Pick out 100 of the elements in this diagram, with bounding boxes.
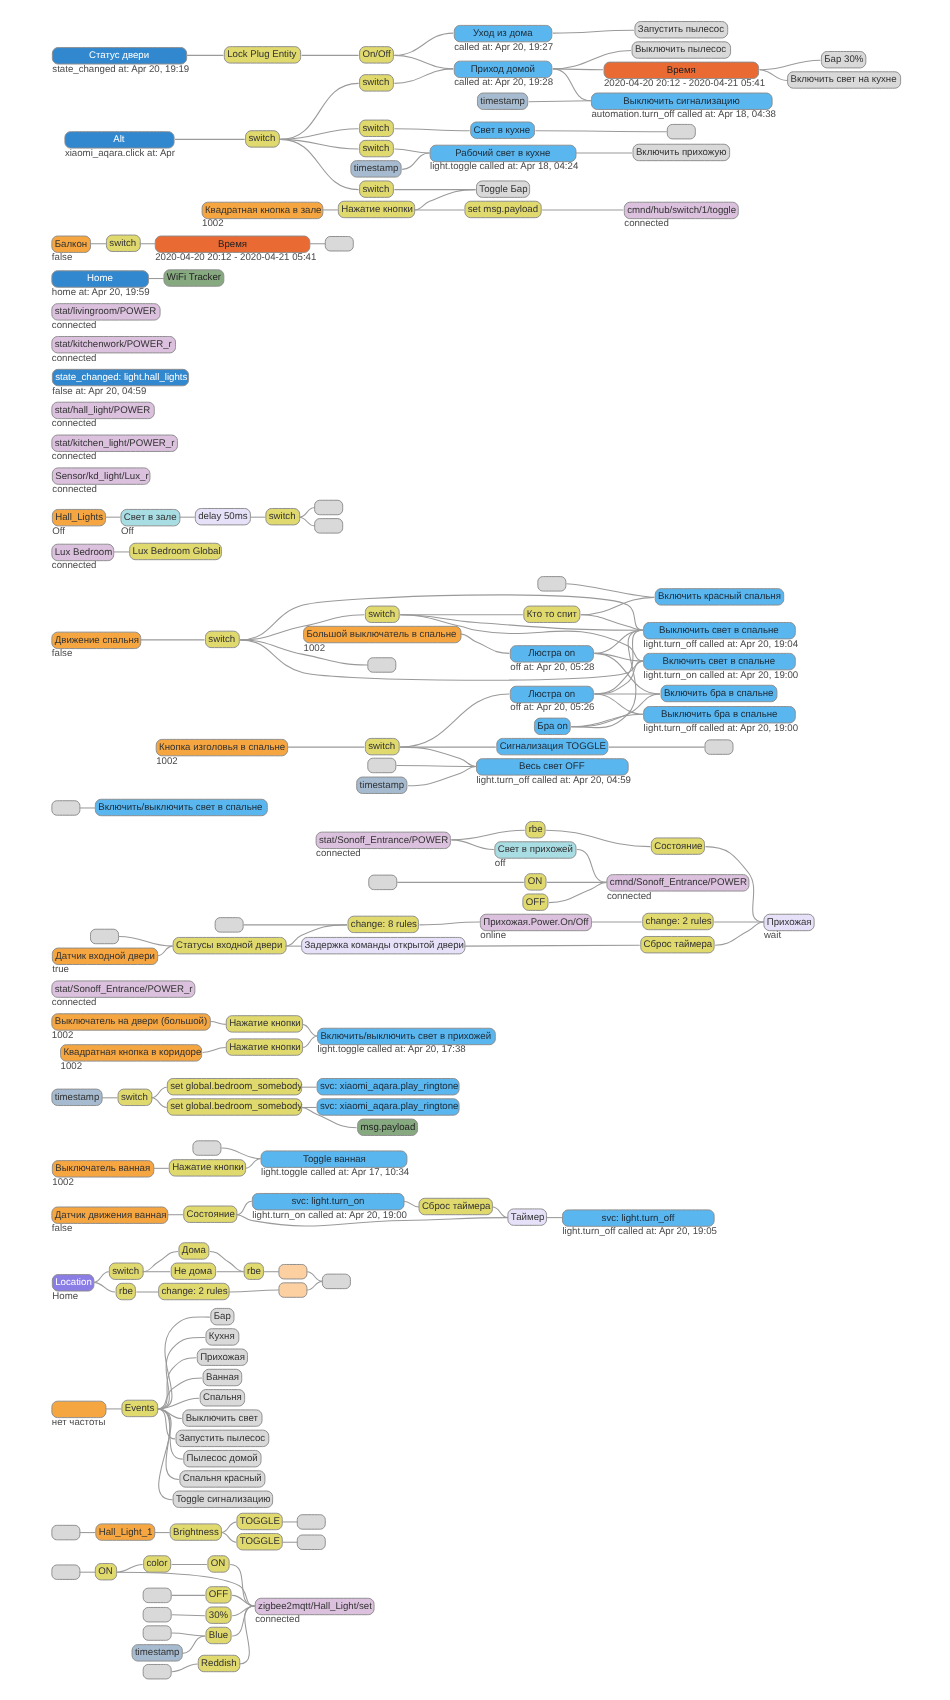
connector bbox=[589, 921, 642, 923]
connector bbox=[545, 1217, 562, 1219]
connector bbox=[551, 68, 591, 102]
node-box bbox=[366, 657, 396, 673]
node-box bbox=[213, 917, 243, 933]
node-box bbox=[50, 1564, 80, 1580]
node-box bbox=[665, 123, 695, 140]
connector bbox=[459, 633, 509, 654]
connector bbox=[544, 829, 650, 848]
connector bbox=[305, 1271, 322, 1282]
connector bbox=[280, 1521, 297, 1523]
connector bbox=[320, 209, 338, 211]
connector bbox=[230, 1594, 255, 1607]
connector bbox=[574, 152, 632, 154]
connector bbox=[117, 935, 173, 947]
node-box bbox=[277, 1282, 307, 1298]
connector bbox=[398, 746, 496, 748]
connector bbox=[703, 846, 764, 923]
connector bbox=[412, 189, 476, 211]
connector bbox=[299, 1086, 317, 1088]
connector bbox=[280, 1541, 297, 1543]
connector bbox=[155, 1377, 202, 1410]
node-box bbox=[141, 1606, 171, 1623]
connector bbox=[115, 1563, 143, 1573]
node-box bbox=[141, 1587, 171, 1604]
connector bbox=[242, 924, 347, 926]
connector bbox=[112, 551, 129, 553]
connector bbox=[284, 945, 301, 947]
connector bbox=[592, 652, 660, 695]
connector bbox=[545, 881, 606, 883]
connector bbox=[551, 50, 631, 70]
connector bbox=[305, 1280, 322, 1291]
connector bbox=[286, 746, 364, 748]
connector bbox=[149, 1086, 167, 1099]
node-box bbox=[89, 928, 118, 945]
connector bbox=[155, 1408, 183, 1460]
connector bbox=[297, 516, 315, 527]
node-box bbox=[536, 576, 566, 592]
connector bbox=[78, 1532, 95, 1534]
connector bbox=[139, 639, 205, 641]
connector bbox=[400, 152, 430, 170]
connector bbox=[141, 1250, 178, 1273]
connector bbox=[91, 1281, 115, 1293]
connector bbox=[155, 945, 173, 957]
connector bbox=[78, 1571, 95, 1573]
node-box bbox=[320, 1273, 350, 1290]
connector bbox=[149, 1097, 167, 1108]
node-box bbox=[141, 1663, 171, 1680]
node-box bbox=[191, 1140, 221, 1156]
node-box bbox=[367, 874, 397, 891]
node-box bbox=[50, 1524, 80, 1541]
connector bbox=[177, 516, 195, 518]
connector bbox=[579, 614, 643, 631]
connector bbox=[278, 138, 359, 191]
connector bbox=[417, 921, 480, 926]
connector bbox=[180, 1635, 205, 1654]
connector bbox=[308, 243, 325, 245]
connector bbox=[392, 128, 470, 132]
connector bbox=[170, 1594, 205, 1596]
connector bbox=[758, 69, 787, 81]
connector bbox=[569, 713, 643, 728]
node-box bbox=[295, 1514, 325, 1530]
connector bbox=[138, 243, 155, 245]
connector bbox=[228, 1563, 255, 1607]
connector bbox=[234, 1214, 508, 1227]
connector bbox=[155, 1336, 205, 1410]
connector bbox=[398, 693, 509, 748]
connector bbox=[398, 746, 476, 767]
connector bbox=[607, 746, 704, 748]
connector bbox=[402, 1200, 419, 1208]
connector bbox=[208, 1020, 226, 1025]
connector bbox=[575, 849, 606, 883]
connector bbox=[151, 1167, 169, 1169]
connector bbox=[173, 138, 245, 140]
connector bbox=[170, 1663, 198, 1673]
connector bbox=[449, 829, 525, 841]
connector bbox=[406, 765, 476, 787]
connector bbox=[248, 516, 265, 518]
connector bbox=[78, 807, 95, 809]
connector bbox=[89, 243, 106, 245]
connector bbox=[230, 1605, 255, 1637]
connector bbox=[533, 130, 667, 133]
connector bbox=[115, 1571, 255, 1607]
connector bbox=[712, 921, 764, 923]
connector bbox=[592, 629, 643, 695]
node-box bbox=[313, 499, 343, 516]
connector bbox=[184, 54, 223, 56]
connector bbox=[141, 1271, 170, 1273]
connector bbox=[166, 1214, 183, 1216]
node-box bbox=[50, 800, 80, 816]
connector bbox=[219, 1521, 236, 1534]
connector bbox=[227, 1289, 279, 1293]
connector bbox=[155, 1408, 179, 1480]
connector bbox=[238, 639, 643, 681]
connector bbox=[490, 1206, 508, 1219]
connector bbox=[155, 1408, 173, 1501]
connector bbox=[300, 54, 359, 56]
connector bbox=[592, 693, 643, 715]
connector bbox=[300, 1023, 318, 1037]
connector bbox=[395, 881, 524, 883]
